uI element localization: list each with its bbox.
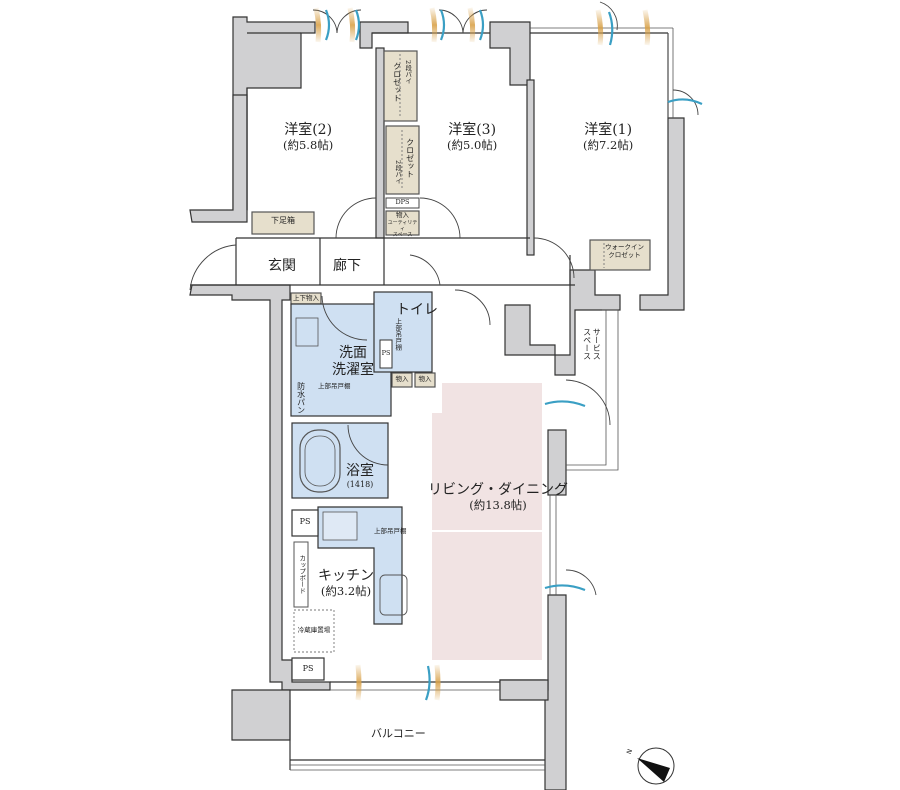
storage-label-1: 物入 <box>395 375 409 383</box>
room-label-western-3: 洋室(3) (約5.0帖) <box>447 122 498 152</box>
walkin-closet-label: ウォークイン クロゼット <box>605 243 644 259</box>
ps-label-kitchen-2: PS <box>302 664 314 673</box>
upper-cabinet-wash-label: 上部吊戸棚 <box>318 382 351 390</box>
north-arrow-icon <box>637 747 675 785</box>
dps-label: DPS <box>395 198 410 206</box>
utility-storage-label: 物入 ユーティリティ スペース <box>387 211 418 238</box>
wet-areas <box>290 291 433 625</box>
room-label-bathroom: 浴室 (1418) <box>346 463 374 489</box>
ps-label-kitchen-1: PS <box>299 517 311 526</box>
cupboard-label: カップボード <box>297 555 306 594</box>
walls <box>189 16 685 790</box>
storage-label-2: 物入 <box>418 375 432 383</box>
room-label-washroom: 洗面 洗濯室 <box>332 345 374 378</box>
upper-cabinet-toilet-label: 上部吊戸棚 <box>393 318 402 351</box>
closet-note-a: 2段パイ <box>403 60 412 84</box>
upper-lower-storage-label: 上下物入 <box>293 294 319 302</box>
ps-label-toilet: PS <box>381 349 391 357</box>
fridge-space-label: 冷蔵庫置場 <box>297 626 331 634</box>
ventilation-marks <box>313 7 703 701</box>
closet-label-a: クロゼット <box>392 62 402 102</box>
room-label-western-2: 洋室(2) (約5.8帖) <box>283 122 334 152</box>
room-label-toilet: トイレ <box>396 302 438 318</box>
room-label-balcony: バルコニー <box>371 727 426 740</box>
room-label-kitchen: キッチン (約3.2帖) <box>318 568 374 598</box>
waterproof-pan-label: 防水パン <box>296 382 306 414</box>
room-label-western-1: 洋室(1) (約7.2帖) <box>583 122 634 152</box>
closet-note-b: 2段パイ <box>393 160 402 184</box>
shoe-box-label: 下足箱 <box>271 216 295 225</box>
living-floor-area <box>432 383 542 660</box>
closet-label-b: クロゼット <box>405 138 415 178</box>
upper-cabinet-kitchen-label: 上部吊戸棚 <box>374 527 407 535</box>
room-label-entrance: 玄関 <box>268 258 296 274</box>
room-label-living-dining: リビング・ダイニング (約13.8帖) <box>428 482 568 512</box>
room-label-hallway: 廊下 <box>333 258 361 274</box>
service-space-label: サービス スペース <box>582 328 602 360</box>
